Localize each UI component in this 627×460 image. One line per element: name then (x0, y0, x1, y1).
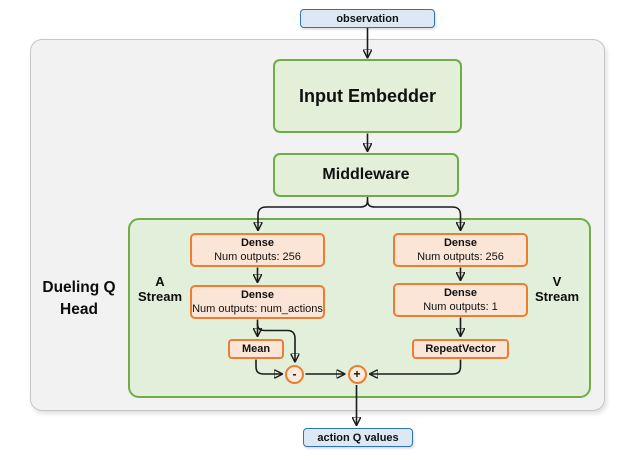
add-operator-node: + (347, 364, 367, 384)
dense-subtitle: Num outputs: 256 (417, 251, 504, 263)
mean-node: Mean (228, 339, 284, 359)
v-stream-dense-256-node: Dense Num outputs: 256 (393, 233, 528, 267)
v-stream-dense-1-node: Dense Num outputs: 1 (393, 283, 528, 317)
repeat-vector-node: RepeatVector (412, 339, 509, 359)
middleware-label: Middleware (322, 166, 410, 183)
dense-title: Dense (240, 289, 275, 301)
mean-label: Mean (241, 343, 271, 355)
action-q-values-node: action Q values (303, 428, 413, 447)
dense-title: Dense (443, 237, 478, 249)
a-stream-dense-256-node: Dense Num outputs: 256 (190, 233, 325, 267)
a-stream-label: A Stream (137, 274, 183, 304)
dense-subtitle: Num outputs: 1 (423, 301, 498, 313)
dueling-q-head-label: Dueling Q Head (42, 279, 116, 318)
middleware-node: Middleware (273, 153, 459, 197)
v-stream-label: V Stream (534, 274, 580, 304)
repeat-vector-label: RepeatVector (425, 343, 496, 355)
plus-sign: + (353, 367, 361, 381)
input-embedder-label: Input Embedder (298, 85, 436, 106)
observation-label: observation (336, 12, 399, 25)
dense-subtitle: Num outputs: 256 (214, 251, 301, 263)
a-stream-dense-num-actions-node: Dense Num outputs: num_actions (190, 285, 325, 319)
subtract-operator-node: - (285, 364, 304, 384)
dense-title: Dense (240, 237, 275, 249)
observation-node: observation (300, 9, 435, 28)
dense-subtitle: Num outputs: num_actions (192, 303, 323, 315)
minus-sign: - (292, 367, 297, 381)
dense-title: Dense (443, 287, 478, 299)
action-q-values-label: action Q values (317, 431, 399, 444)
input-embedder-node: Input Embedder (273, 59, 462, 133)
